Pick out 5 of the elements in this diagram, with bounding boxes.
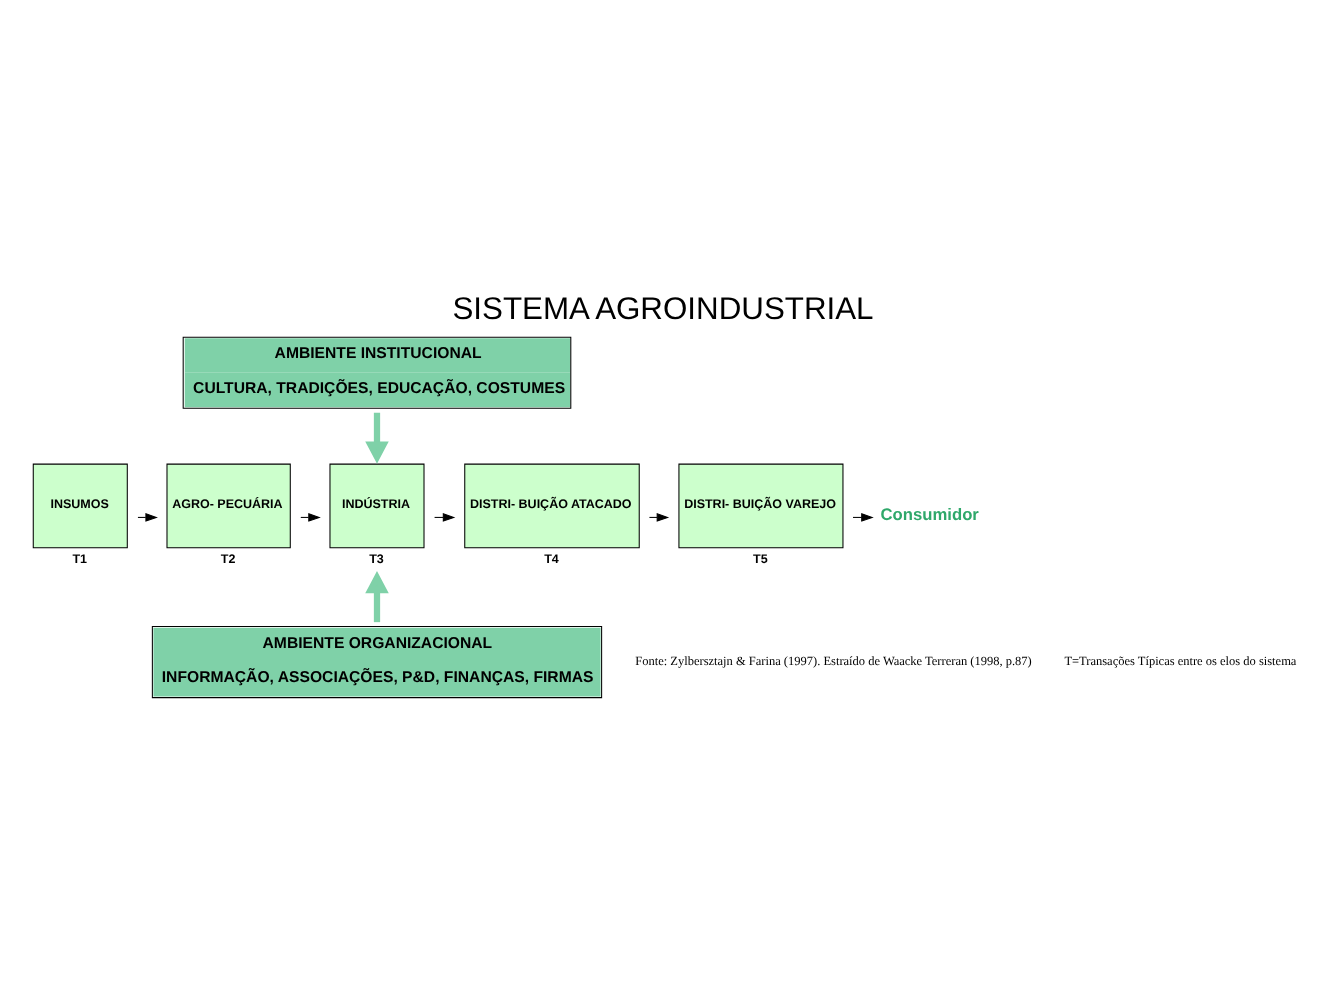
arrow (648, 513, 670, 522)
arrow (365, 570, 389, 623)
diagram-title: SISTEMA AGROINDUSTRIAL (452, 293, 874, 328)
node-text: Consumidor (880, 504, 979, 525)
arrow (365, 412, 389, 464)
